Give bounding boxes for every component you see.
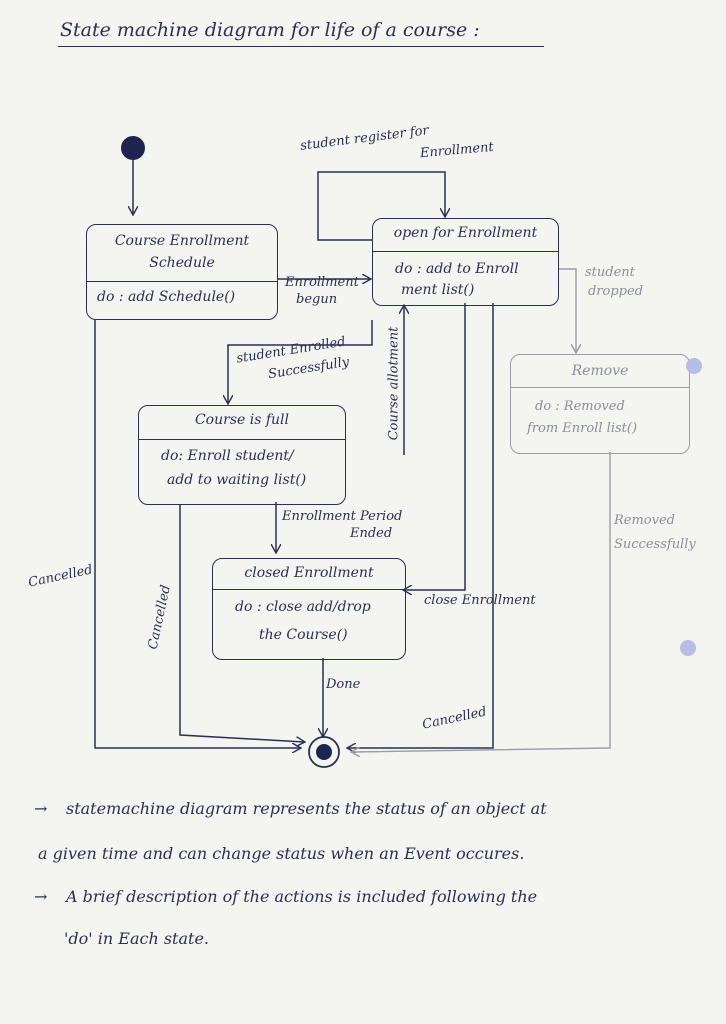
state-divider [139, 439, 345, 440]
label-student-dropped: dropped [588, 284, 644, 299]
note-arrow-icon: → [34, 887, 48, 906]
state-name-line: Course Enrollment [114, 233, 250, 249]
state-action-line: ment list() [401, 282, 475, 298]
state-divider [511, 387, 689, 388]
page-title: State machine diagram for life of a cour… [60, 19, 480, 41]
state-action-line: add to waiting list() [167, 472, 307, 488]
label-enrollment-begun: Enrollment [285, 275, 359, 290]
label-close-enrollment: close Enrollment [424, 593, 536, 608]
state-divider [373, 251, 558, 252]
state-action-line: the Course() [259, 627, 348, 643]
state-action-line: from Enroll list() [527, 421, 638, 436]
state-name: open for Enrollment [393, 225, 538, 241]
binder-hole-icon [686, 358, 702, 374]
note-line: 'do' in Each state. [64, 929, 209, 948]
state-name: Remove [571, 363, 629, 379]
label-course-allotment: Course allotment [386, 326, 402, 441]
label-removed-successfully: Removed [614, 513, 675, 528]
label-enrollment-begun: begun [296, 292, 338, 307]
note-line: statemachine diagram represents the stat… [66, 799, 547, 818]
state-action-line: do: Enroll student/ [161, 448, 294, 464]
state-name: Course is full [194, 412, 290, 428]
initial-state-node [121, 136, 145, 160]
label-removed-successfully: Successfully [614, 537, 696, 552]
label-enrollment-period-ended: Ended [350, 526, 393, 541]
state-action-line: do : add to Enroll [395, 261, 519, 277]
note-line: a given time and can change status when … [38, 844, 525, 863]
label-student-dropped: student [585, 265, 635, 280]
state-divider [87, 281, 277, 282]
final-state-node [308, 736, 340, 768]
state-course-is-full: Course is full do: Enroll student/ add t… [138, 405, 346, 505]
note-arrow-icon: → [34, 799, 48, 818]
binder-hole-icon [680, 640, 696, 656]
label-enrollment-period-ended: Enrollment Period [282, 509, 403, 524]
state-course-enrollment-schedule: Course Enrollment Schedule do : add Sche… [86, 224, 278, 320]
state-name: closed Enrollment [244, 565, 374, 581]
title-underline [58, 46, 544, 47]
state-action: do : add Schedule() [97, 289, 236, 305]
state-action-line: do : close add/drop [235, 599, 371, 615]
state-closed-enrollment: closed Enrollment do : close add/drop th… [212, 558, 406, 660]
label-done: Done [326, 677, 361, 692]
state-open-for-enrollment: open for Enrollment do : add to Enroll m… [372, 218, 559, 306]
state-remove: Remove do : Removed from Enroll list() [510, 354, 690, 454]
state-name-line: Schedule [149, 255, 215, 271]
state-action-line: do : Removed [535, 399, 625, 414]
state-divider [213, 589, 405, 590]
note-line: A brief description of the actions is in… [66, 887, 538, 906]
